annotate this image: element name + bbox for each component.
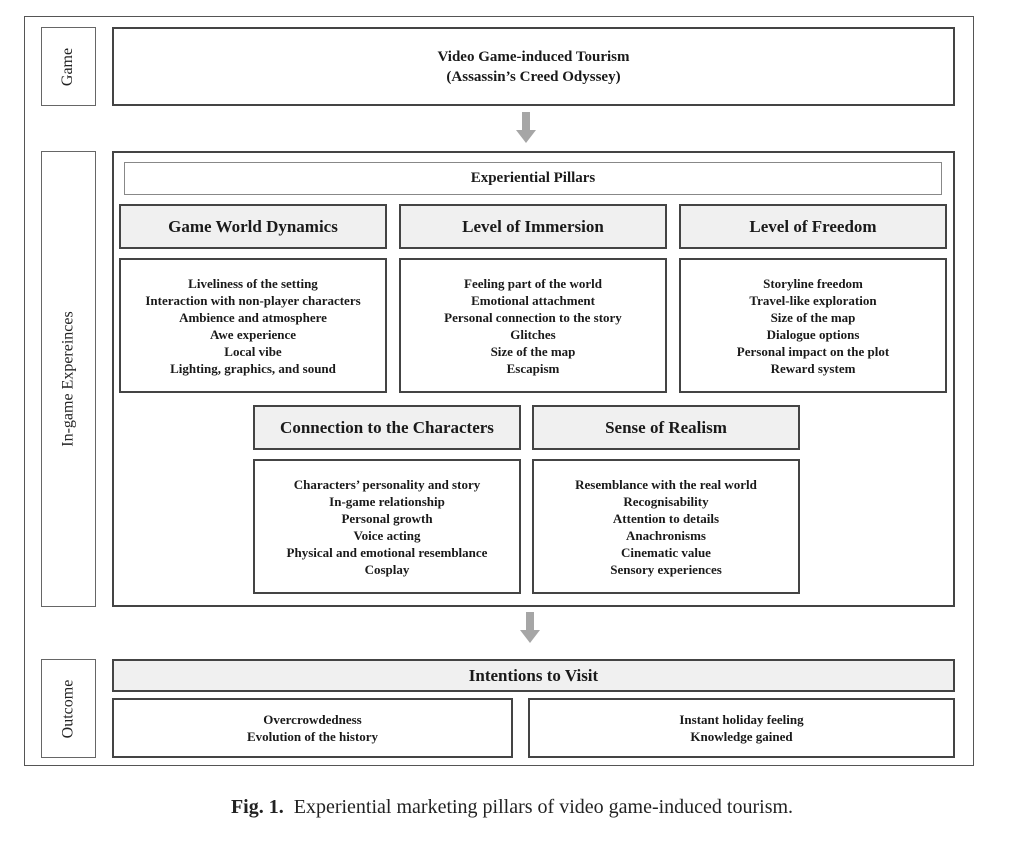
pillar-item: In-game relationship — [329, 493, 445, 509]
figure-frame — [24, 16, 974, 766]
experiential-pillars-label: Experiential Pillars — [124, 162, 942, 195]
pillar-item: Emotional attachment — [471, 292, 595, 308]
pillar-header: Level of Freedom — [679, 204, 947, 249]
outcome-header: Intentions to Visit — [112, 659, 955, 692]
pillar-header: Sense of Realism — [532, 405, 800, 450]
section-label-game-text: Game — [59, 47, 77, 86]
outcome-title: Intentions to Visit — [468, 665, 599, 685]
pillar-item: Travel-like exploration — [749, 292, 877, 308]
pillar-item: Resemblance with the real world — [575, 476, 757, 492]
game-box-subtitle: (Assassin’s Creed Odyssey) — [446, 68, 621, 85]
figure-caption: Fig. 1. Experiential marketing pillars o… — [0, 796, 1024, 819]
pillar-item: Feeling part of the world — [464, 275, 602, 291]
pillar-item: Size of the map — [490, 343, 576, 359]
pillar-item: Liveliness of the setting — [188, 275, 318, 291]
section-label-outcome-text: Outcome — [59, 679, 77, 738]
section-label-in-game: In-game Expereinces — [41, 151, 96, 607]
game-box: Video Game-induced Tourism (Assassin’s C… — [112, 27, 955, 106]
outcome-item: Instant holiday feeling — [679, 712, 804, 727]
pillar-title: Sense of Realism — [605, 417, 727, 437]
pillar-items: Liveliness of the setting Interaction wi… — [119, 258, 387, 393]
pillar-item: Physical and emotional resemblance — [286, 544, 488, 560]
figure-caption-label: Fig. 1. — [230, 796, 284, 818]
down-arrow-icon — [516, 112, 536, 143]
pillar-item: Voice acting — [353, 527, 421, 543]
pillar-item: Lighting, graphics, and sound — [170, 360, 336, 376]
figure-caption-text: Experiential marketing pillars of video … — [293, 796, 794, 818]
pillar-item: Awe experience — [209, 326, 297, 342]
pillar-item: Attention to details — [612, 510, 720, 526]
pillar-item: Escapism — [506, 360, 560, 376]
experiential-pillars-text: Experiential Pillars — [470, 170, 596, 186]
pillar-title: Level of Immersion — [462, 216, 604, 236]
pillar-item: Personal impact on the plot — [736, 343, 890, 359]
outcome-item: Overcrowdedness — [263, 712, 362, 727]
pillar-item: Local vibe — [224, 343, 282, 359]
pillar-item: Personal connection to the story — [444, 309, 622, 325]
pillar-header: Game World Dynamics — [119, 204, 387, 249]
pillar-item: Cinematic value — [621, 544, 711, 560]
pillar-item: Anachronisms — [626, 527, 706, 543]
pillar-item: Size of the map — [770, 309, 856, 325]
pillar-item: Storyline freedom — [763, 275, 863, 291]
pillar-header: Connection to the Characters — [253, 405, 521, 450]
down-arrow-icon — [520, 612, 540, 643]
pillar-item: Sensory experiences — [610, 561, 722, 577]
pillar-item: Recognisability — [623, 493, 709, 509]
outcome-items-right: Instant holiday feeling Knowledge gained — [528, 698, 955, 758]
pillar-item: Ambience and atmosphere — [179, 309, 327, 325]
pillar-items: Characters’ personality and story In-gam… — [253, 459, 521, 594]
game-box-title: Video Game-induced Tourism — [437, 48, 630, 65]
pillar-title: Game World Dynamics — [168, 216, 338, 236]
section-label-game: Game — [41, 27, 96, 106]
section-label-outcome: Outcome — [41, 659, 96, 758]
pillar-item: Dialogue options — [766, 326, 860, 342]
pillar-title: Connection to the Characters — [280, 417, 494, 437]
pillar-item: Cosplay — [364, 561, 410, 577]
pillar-item: Reward system — [770, 360, 856, 376]
section-label-in-game-text: In-game Expereinces — [59, 311, 77, 447]
outcome-item: Knowledge gained — [690, 729, 793, 744]
pillar-items: Storyline freedom Travel-like exploratio… — [679, 258, 947, 393]
pillar-header: Level of Immersion — [399, 204, 667, 249]
pillar-item: Interaction with non-player characters — [145, 292, 361, 308]
outcome-items-left: Overcrowdedness Evolution of the history — [112, 698, 513, 758]
pillar-item: Glitches — [510, 326, 556, 342]
outcome-item: Evolution of the history — [246, 729, 379, 744]
pillar-item: Personal growth — [341, 510, 433, 526]
pillar-items: Resemblance with the real world Recognis… — [532, 459, 800, 594]
pillar-title: Level of Freedom — [749, 216, 877, 236]
pillar-items: Feeling part of the world Emotional atta… — [399, 258, 667, 393]
pillar-item: Characters’ personality and story — [293, 476, 481, 492]
